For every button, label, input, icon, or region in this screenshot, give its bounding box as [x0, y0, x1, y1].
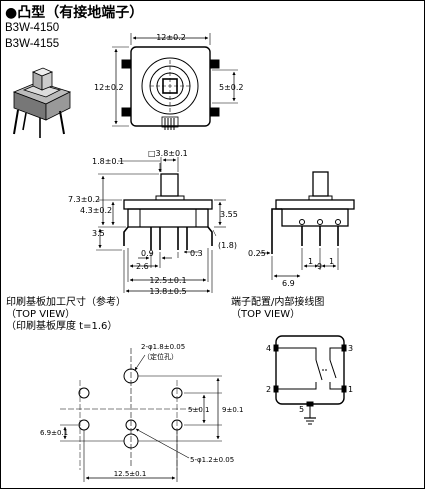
pcb-hole-dim-small: 5-φ1.2±0.05: [190, 456, 234, 464]
side-view: [260, 171, 355, 280]
product-image: [12, 67, 72, 138]
wiring-section-title: 端子配置/内部接线图: [231, 297, 325, 308]
terminal-5-label: 5: [299, 405, 304, 414]
side-dim-1-right: 1: [329, 257, 334, 266]
dim-1-8: 1.8±0.1: [92, 157, 124, 166]
pcb-dim-9: 9±0.1: [222, 406, 243, 414]
dim-3-8-square: □3.8±0.1: [148, 149, 188, 158]
terminal-4-label: 4: [266, 344, 271, 353]
terminal-1-label: 1: [348, 385, 353, 394]
side-dim-0-25: 0.25: [248, 249, 266, 258]
wiring-section-view: （TOP VIEW）: [231, 309, 301, 320]
top-view: [112, 33, 238, 130]
dim-0-3: 0.3: [190, 249, 203, 258]
model-number-1: B3W-4150: [5, 22, 60, 34]
dim-4-3: 4.3±0.2: [80, 206, 112, 215]
top-width-label: 12±0.2: [156, 33, 186, 42]
pcb-dim-5: 5±0.1: [188, 406, 209, 414]
dim-12-5: 12.5±0.1: [149, 276, 186, 285]
top-side-label: 5±0.2: [219, 83, 244, 92]
pcb-section-title: 印刷基板加工尺寸（参考）: [6, 297, 126, 308]
pcb-dim-12-5: 12.5±0.1: [114, 470, 147, 478]
side-dim-6-9: 6.9: [282, 279, 295, 288]
terminal-3-label: 3: [348, 344, 353, 353]
pcb-dim-6-9: 6.9±0.1: [40, 429, 68, 437]
dim-0-9: 0.9: [141, 249, 154, 258]
front-view: [96, 157, 226, 293]
dim-13-8: 13.8±0.5: [149, 287, 186, 296]
pcb-hole-layout: [60, 348, 222, 482]
dim-1-8-ref: (1.8): [218, 241, 237, 250]
page-title: ●凸型（有接地端子）: [5, 5, 144, 21]
side-dim-1-left: 1: [308, 257, 313, 266]
dim-3-5: 3.5: [92, 229, 105, 238]
model-number-2: B3W-4155: [5, 38, 60, 50]
terminal-2-label: 2: [266, 385, 271, 394]
pcb-section-note: （印刷基板厚度 t=1.6）: [6, 321, 118, 332]
pcb-section-view: （TOP VIEW）: [6, 309, 76, 320]
pcb-hole-note: （定位孔）: [143, 352, 178, 361]
dim-2-6: 2.6: [136, 262, 149, 271]
wiring-diagram: [273, 335, 347, 425]
top-height-label: 12±0.2: [94, 83, 124, 92]
dim-7-3: 7.3±0.2: [68, 195, 100, 204]
pcb-hole-dim: 2-φ1.8±0.05: [141, 343, 185, 351]
side-dim-9: 9: [317, 262, 322, 271]
dim-3-55: 3.55: [220, 210, 238, 219]
